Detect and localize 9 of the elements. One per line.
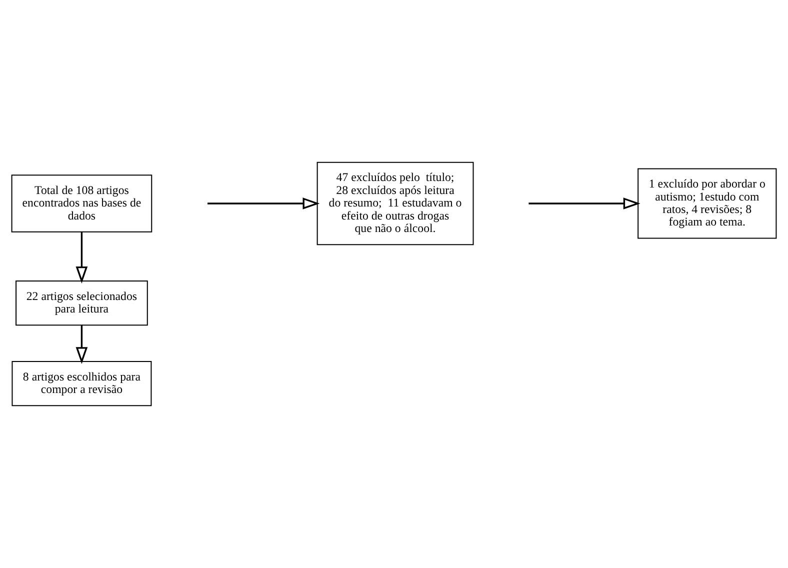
arrow	[528, 198, 640, 210]
arrow	[76, 232, 88, 284]
arrow	[76, 325, 88, 364]
arrow	[208, 198, 320, 210]
node-box: 47 excluídos pelo título; 28 excluídos após leitura do resumo; 11 estudavam o efeito de outras drogas que não o álcool.	[316, 162, 474, 246]
node-box: 8 artigos escolhidos para compor a revisão	[12, 361, 152, 406]
node-box: Total de 108 artigos encontrados nas bases de dados	[11, 174, 152, 232]
node-box: 22 artigos selecionados para leitura	[16, 280, 148, 326]
node-box: 1 excluído por abordar o autismo; 1estudo com ratos, 4 revisões; 8 fogiam ao tema.	[638, 168, 777, 239]
